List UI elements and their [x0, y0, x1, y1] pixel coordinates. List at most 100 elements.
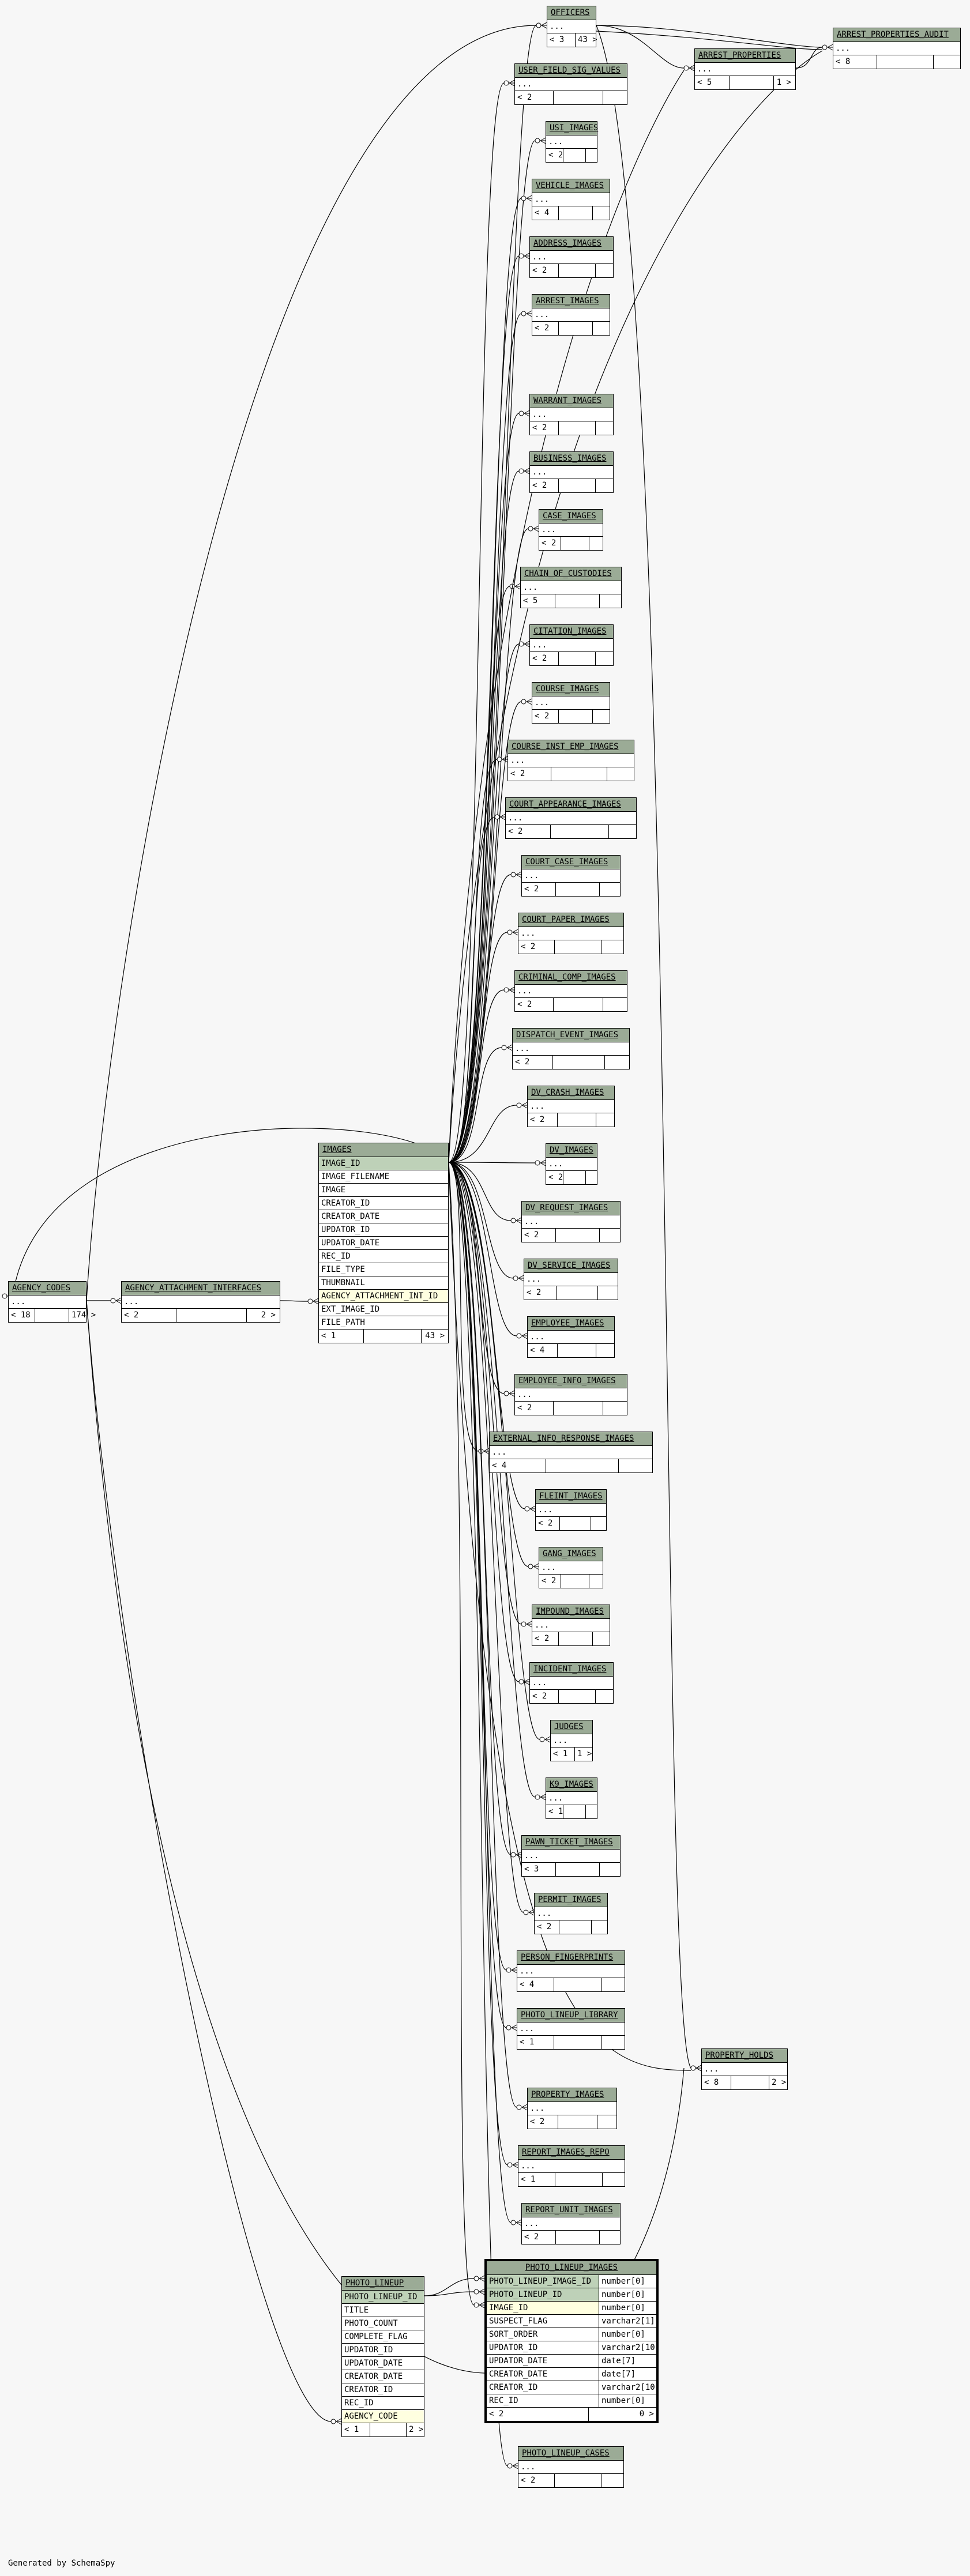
column-row[interactable]: ... — [530, 1677, 613, 1690]
table-header[interactable]: CRIMINAL_COMP_IMAGES — [515, 971, 627, 985]
column-row[interactable]: ... — [522, 869, 620, 883]
table-header[interactable]: PROPERTY_IMAGES — [528, 2088, 616, 2102]
table-header[interactable]: VEHICLE_IMAGES — [532, 179, 610, 193]
table-business-images[interactable]: BUSINESS_IMAGES...< 2 — [529, 451, 614, 493]
column-row[interactable]: ... — [522, 1215, 620, 1229]
column-row[interactable]: FILE_PATH — [319, 1316, 448, 1330]
table-header[interactable]: DISPATCH_EVENT_IMAGES — [513, 1029, 629, 1042]
column-row[interactable]: ... — [547, 20, 596, 33]
table-header[interactable]: CASE_IMAGES — [539, 510, 603, 524]
table-header[interactable]: CITATION_IMAGES — [530, 625, 613, 639]
table-header[interactable]: WARRANT_IMAGES — [530, 394, 613, 408]
column-row[interactable]: UPDATOR_ID — [319, 1223, 448, 1237]
column-row[interactable]: ... — [508, 754, 634, 767]
table-header[interactable]: EMPLOYEE_IMAGES — [528, 1317, 614, 1331]
table-gang-images[interactable]: GANG_IMAGES...< 2 — [539, 1547, 603, 1588]
table-dv-request-images[interactable]: DV_REQUEST_IMAGES...< 2 — [521, 1201, 621, 1242]
column-row[interactable]: ... — [518, 2160, 625, 2173]
table-vehicle-images[interactable]: VEHICLE_IMAGES...< 4 — [532, 179, 610, 220]
table-header[interactable]: K9_IMAGES — [546, 1778, 597, 1792]
column-row[interactable]: UPDATOR_DATE — [342, 2357, 424, 2370]
column-row[interactable]: CREATOR_DATE — [342, 2370, 424, 2383]
column-row[interactable]: ... — [518, 2461, 623, 2474]
table-external-info-response-images[interactable]: EXTERNAL_INFO_RESPONSE_IMAGES...< 4 — [489, 1432, 653, 1473]
table-header[interactable]: DV_CRASH_IMAGES — [528, 1086, 614, 1100]
column-row[interactable]: REC_ID — [342, 2397, 424, 2410]
table-pawn-ticket-images[interactable]: PAWN_TICKET_IMAGES...< 3 — [521, 1835, 621, 1877]
table-header[interactable]: COURT_APPEARANCE_IMAGES — [506, 798, 636, 812]
column-row[interactable]: CREATOR_DATE — [319, 1210, 448, 1223]
table-header[interactable]: IMAGES — [319, 1143, 448, 1157]
table-header[interactable]: BUSINESS_IMAGES — [530, 452, 613, 466]
table-header[interactable]: USER_FIELD_SIG_VALUES — [515, 64, 627, 78]
column-row[interactable]: EXT_IMAGE_ID — [319, 1303, 448, 1316]
column-row[interactable]: ... — [528, 1331, 614, 1344]
column-row[interactable]: ... — [539, 1561, 603, 1575]
table-court-case-images[interactable]: COURT_CASE_IMAGES...< 2 — [521, 855, 621, 897]
column-row[interactable]: ... — [551, 1734, 592, 1748]
table-person-fingerprints[interactable]: PERSON_FINGERPRINTS...< 4 — [517, 1950, 625, 1992]
table-fleint-images[interactable]: FLEINT_IMAGES...< 2 — [535, 1489, 607, 1531]
table-report-images-repo[interactable]: REPORT_IMAGES_REPO...< 1 — [518, 2145, 625, 2187]
column-row[interactable]: IMAGE — [319, 1184, 448, 1197]
column-row[interactable]: AGENCY_ATTACHMENT_INT_ID — [319, 1290, 448, 1303]
table-header[interactable]: ARREST_PROPERTIES — [695, 49, 795, 63]
table-warrant-images[interactable]: WARRANT_IMAGES...< 2 — [529, 394, 614, 435]
table-header[interactable]: REPORT_UNIT_IMAGES — [522, 2204, 620, 2217]
column-row[interactable]: ... — [532, 308, 610, 322]
column-row[interactable]: ... — [530, 466, 613, 479]
column-row[interactable]: ... — [9, 1295, 86, 1309]
column-row[interactable]: THUMBNAIL — [319, 1276, 448, 1290]
column-row[interactable]: ... — [546, 1792, 597, 1805]
table-header[interactable]: ARREST_IMAGES — [532, 295, 610, 308]
table-header[interactable]: COURSE_IMAGES — [532, 683, 610, 696]
column-row[interactable]: IMAGE_FILENAME — [319, 1170, 448, 1184]
table-header[interactable]: COURT_CASE_IMAGES — [522, 856, 620, 869]
column-row[interactable]: ... — [546, 135, 597, 149]
column-row[interactable]: ... — [522, 2217, 620, 2231]
column-row[interactable]: ... — [524, 1273, 618, 1286]
table-header[interactable]: EMPLOYEE_INFO_IMAGES — [515, 1374, 627, 1388]
table-course-inst-emp-images[interactable]: COURSE_INST_EMP_IMAGES...< 2 — [507, 740, 634, 781]
column-row[interactable]: CREATOR_ID — [319, 1197, 448, 1210]
table-employee-images[interactable]: EMPLOYEE_IMAGES...< 4 — [527, 1316, 615, 1358]
column-row[interactable]: ... — [702, 2063, 787, 2076]
table-k9-images[interactable]: K9_IMAGES...< 1 — [546, 1777, 597, 1819]
column-row[interactable]: ... — [528, 2102, 616, 2115]
table-header[interactable]: PERMIT_IMAGES — [535, 1893, 607, 1907]
table-header[interactable]: PHOTO_LINEUP — [342, 2277, 424, 2291]
table-employee-info-images[interactable]: EMPLOYEE_INFO_IMAGES...< 2 — [514, 1374, 627, 1415]
table-citation-images[interactable]: CITATION_IMAGES...< 2 — [529, 624, 614, 666]
table-header[interactable]: IMPOUND_IMAGES — [532, 1605, 610, 1619]
table-header[interactable]: AGENCY_ATTACHMENT_INTERFACES — [122, 1282, 280, 1295]
column-row[interactable]: ... — [490, 1446, 652, 1459]
table-header[interactable]: GANG_IMAGES — [539, 1547, 603, 1561]
table-header[interactable]: COURT_PAPER_IMAGES — [518, 913, 623, 927]
table-dv-images[interactable]: DV_IMAGES...< 2 — [546, 1143, 597, 1185]
table-header[interactable]: USI_IMAGES — [546, 122, 598, 135]
column-row[interactable]: ... — [515, 985, 627, 998]
column-row[interactable]: ... — [517, 2023, 625, 2036]
table-dv-crash-images[interactable]: DV_CRASH_IMAGES...< 2 — [527, 1086, 615, 1127]
column-row[interactable]: ... — [532, 696, 610, 710]
column-row[interactable]: FILE_TYPE — [319, 1263, 448, 1276]
column-row[interactable]: ... — [833, 42, 960, 55]
table-header[interactable]: CHAIN_OF_CUSTODIES — [521, 567, 621, 581]
table-user-field-sig-values[interactable]: USER_FIELD_SIG_VALUES...< 2 — [514, 63, 627, 105]
table-header[interactable]: DV_SERVICE_IMAGES — [524, 1259, 618, 1273]
column-row[interactable]: ... — [522, 1850, 620, 1863]
table-header[interactable]: DV_REQUEST_IMAGES — [522, 1202, 620, 1215]
column-row[interactable]: ... — [546, 1158, 597, 1171]
